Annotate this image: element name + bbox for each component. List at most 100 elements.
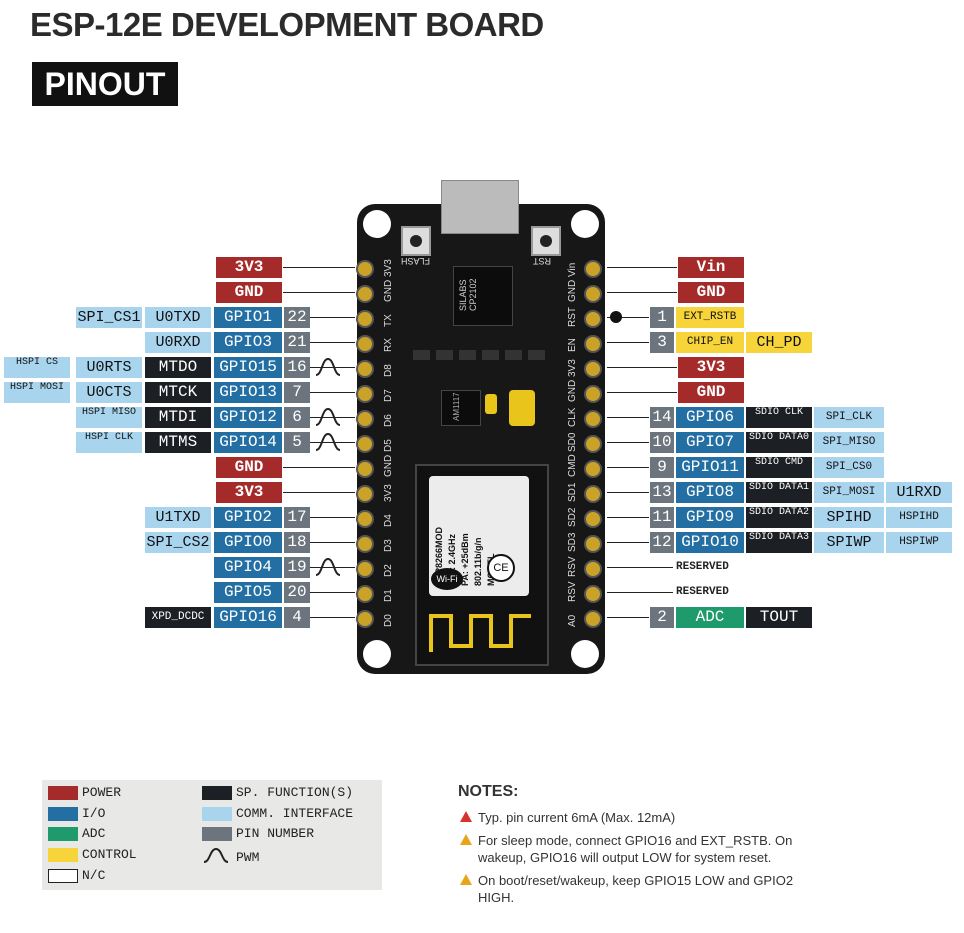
pin-number: 14 (650, 407, 674, 428)
usb-chip: SILABS CP2102 (453, 266, 513, 326)
gpio-label: GPIO14 (214, 432, 282, 453)
gpio-label: GPIO0 (214, 532, 282, 553)
pin-line (310, 542, 355, 543)
pwm-icon (315, 357, 341, 451)
comm-label: SPIHD (814, 507, 884, 528)
chip-label-top: SILABS (458, 279, 468, 311)
board-pin-label: RX (383, 338, 394, 352)
board-pin-label: CMD (567, 454, 578, 477)
gpio-label: GPIO16 (214, 607, 282, 628)
uart-label: U1TXD (145, 507, 211, 528)
header-pin (584, 510, 602, 528)
comm-label: HSPI CLK (76, 432, 142, 453)
pin-number: 17 (284, 507, 310, 528)
header-pin (356, 560, 374, 578)
gpio-label: GPIO10 (676, 532, 744, 553)
pin-line (607, 567, 673, 568)
note-text: Typ. pin current 6mA (Max. 12mA) (478, 810, 676, 825)
pin-number: 9 (650, 457, 674, 478)
comm-label: SPI_CLK (814, 407, 884, 428)
board-pin-label: RST (567, 307, 578, 327)
pin-line (607, 542, 649, 543)
header-pin (584, 285, 602, 303)
board-pin-label: SD0 (567, 432, 578, 452)
header-pin (356, 535, 374, 553)
sp-function-label: MTDI (145, 407, 211, 428)
gpio-label: GPIO4 (214, 557, 282, 578)
connection-dot (610, 311, 622, 323)
pin-line (310, 367, 355, 368)
board-pin-label: D0 (383, 614, 394, 627)
legend-swatch-adc (48, 827, 78, 841)
board-pin-label: EN (567, 338, 578, 352)
rst-button[interactable] (531, 226, 561, 256)
comm-label: HSPI MISO (76, 407, 142, 428)
warning-icon (460, 834, 472, 845)
note-item: On boot/reset/wakeup, keep GPIO15 LOW an… (458, 872, 818, 906)
pin-line (283, 467, 355, 468)
pin-line (310, 392, 355, 393)
header-pin (584, 435, 602, 453)
mount-hole (363, 640, 391, 668)
pin-number: 2 (650, 607, 674, 628)
pin-number: 4 (284, 607, 310, 628)
sdio-label: SDIO CMD (746, 457, 812, 478)
comm-label: HSPIWP (886, 532, 952, 553)
sdio-label: SDIO DATA2 (746, 507, 812, 528)
header-pin (356, 460, 374, 478)
board-pin-label: GND (383, 454, 394, 477)
sp-function-label: TOUT (746, 607, 812, 628)
pwm-icon (203, 847, 229, 863)
board-pin-label: SD3 (567, 532, 578, 552)
pin-number: 20 (284, 582, 310, 603)
pin-line (310, 567, 355, 568)
pin-line (283, 292, 355, 293)
pin-line (607, 317, 649, 318)
notes-title: NOTES: (458, 783, 519, 800)
uart-label: U1RXD (886, 482, 952, 503)
header-pin (584, 310, 602, 328)
pin-number: 7 (284, 382, 310, 403)
uart-label: U0RTS (76, 357, 142, 378)
board-pin-label: D5 (383, 439, 394, 452)
header-pin (356, 285, 374, 303)
comm-label: SPI_CS2 (145, 532, 211, 553)
board-pin-label: Vin (567, 262, 578, 277)
pin-number: 1 (650, 307, 674, 328)
flash-button[interactable] (401, 226, 431, 256)
page-title: ESP-12E DEVELOPMENT BOARD (30, 6, 544, 43)
board-pin-label: CLK (567, 407, 578, 427)
board-pin-label: D8 (383, 364, 394, 377)
comm-label: HSPI CS (4, 357, 70, 378)
mount-hole (571, 210, 599, 238)
header-pin (584, 535, 602, 553)
gnd-label: GND (216, 282, 282, 303)
header-pin (356, 510, 374, 528)
gpio-label: GPIO15 (214, 357, 282, 378)
vin-label: Vin (678, 257, 744, 278)
antenna-trace (429, 614, 531, 652)
board-pin-label: RSV (567, 581, 578, 602)
header-pin (356, 485, 374, 503)
header-pin (584, 610, 602, 628)
pin-line (607, 292, 677, 293)
page-subtitle: PINOUT (32, 62, 178, 106)
board-pin-label: D4 (383, 514, 394, 527)
capacitor (509, 390, 535, 426)
header-pin (584, 335, 602, 353)
legend-nc: N/C (82, 868, 106, 883)
sdio-label: SDIO CLK (746, 407, 812, 428)
gpio-label: GPIO11 (676, 457, 744, 478)
pin-line (283, 267, 355, 268)
header-pin (584, 460, 602, 478)
uart-label: U0RXD (145, 332, 211, 353)
header-pin (356, 610, 374, 628)
warning-icon (460, 811, 472, 822)
reserved-label: RESERVED (676, 561, 729, 573)
legend-io: I/O (82, 806, 106, 821)
pin-line (310, 517, 355, 518)
pin-number: 16 (284, 357, 310, 378)
gnd-label: GND (678, 282, 744, 303)
pin-number: 13 (650, 482, 674, 503)
pin-line (607, 417, 649, 418)
